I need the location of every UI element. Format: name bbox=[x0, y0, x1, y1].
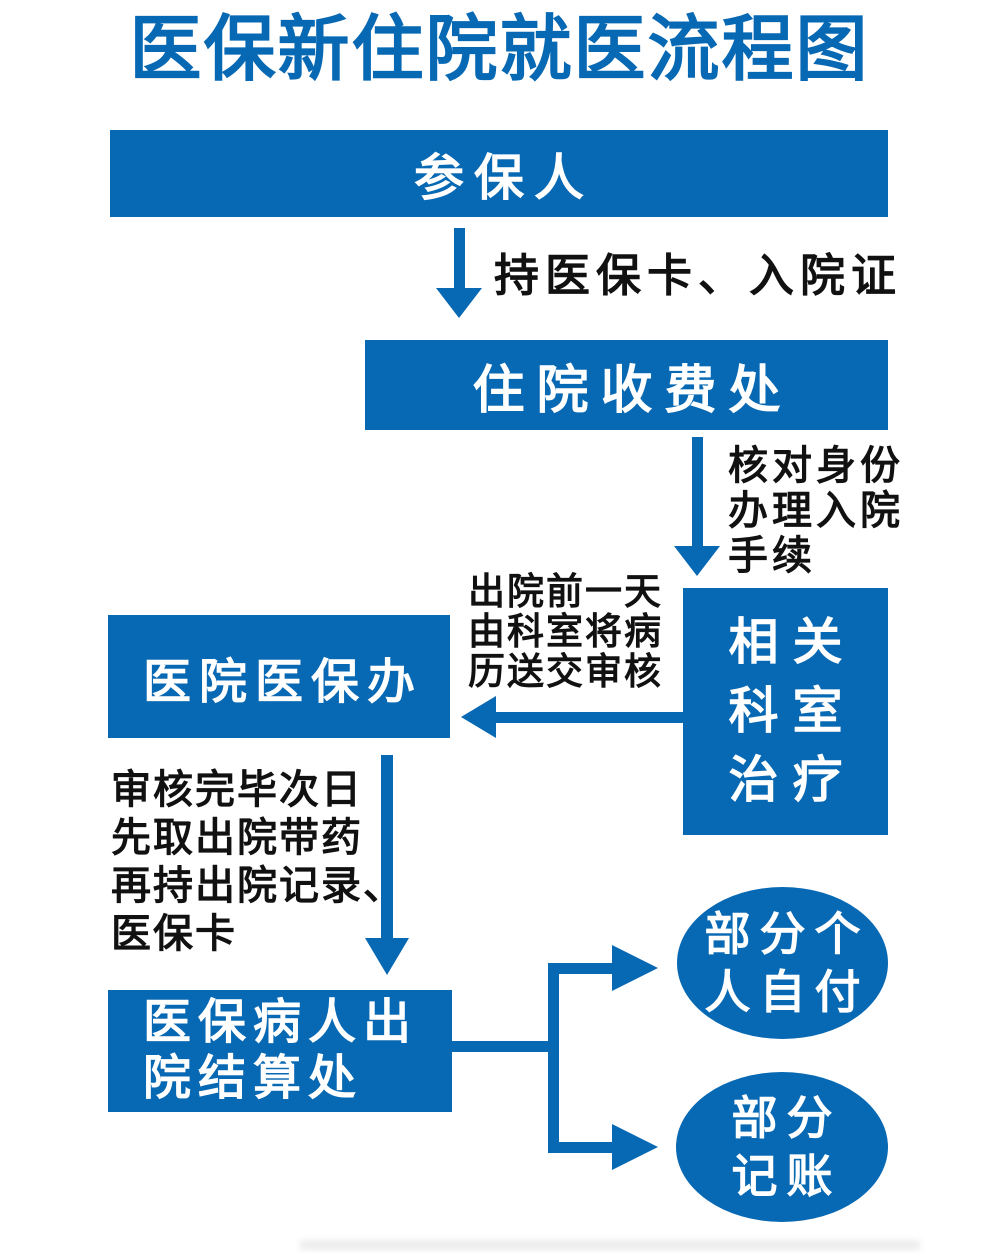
page-title: 医保新住院就医流程图 bbox=[129, 10, 870, 90]
fork-bottom-arrow-head-icon bbox=[612, 1124, 658, 1170]
node-partial-ledger-line: 部分 bbox=[731, 1092, 842, 1144]
node-partial-self-pay: 部分个 人自付 bbox=[677, 887, 888, 1039]
arrow-office-to-settlement-head-icon bbox=[365, 938, 409, 975]
edge-label-department-to-office: 出院前一天 由科室将病 历送交审核 bbox=[468, 572, 663, 692]
node-partial-ledger-line: 记账 bbox=[731, 1150, 842, 1202]
node-partial-self-pay-line: 人自付 bbox=[704, 966, 870, 1018]
edge-label-line: 手续 bbox=[728, 534, 816, 578]
arrow-department-to-office-shaft bbox=[495, 712, 683, 723]
node-hospital-insurance-office-label: 医院医保办 bbox=[142, 655, 423, 709]
node-discharge-settlement-line: 院结算处 bbox=[143, 1052, 364, 1105]
arrow-insured-to-fee-head-icon bbox=[436, 288, 482, 318]
fork-stem-line bbox=[452, 1041, 558, 1052]
node-hospital-insurance-office: 医院医保办 bbox=[108, 615, 450, 738]
arrow-fee-to-department-head-icon bbox=[674, 546, 720, 576]
node-insured-label: 参保人 bbox=[414, 149, 594, 206]
arrow-department-to-office-head-icon bbox=[461, 696, 496, 738]
edge-label-office-to-settlement: 审核完毕次日 先取出院带药 再持出院记录、 医保卡 bbox=[111, 766, 405, 958]
edge-label-line: 由科室将病 bbox=[468, 611, 663, 652]
edge-label-line: 办理入院 bbox=[728, 489, 904, 533]
node-discharge-settlement-line: 医保病人出 bbox=[143, 996, 419, 1049]
node-admission-fee-office-label: 住院收费处 bbox=[472, 361, 793, 420]
bottom-scan-artifact bbox=[300, 1240, 920, 1250]
edge-label-line: 再持出院记录、 bbox=[111, 864, 405, 908]
fork-bottom-branch-line bbox=[548, 1142, 614, 1153]
fork-top-arrow-head-icon bbox=[612, 945, 658, 991]
edge-label-line: 医保卡 bbox=[111, 912, 237, 956]
node-related-department: 相关 科室 治疗 bbox=[683, 588, 888, 835]
node-related-department-line: 科室 bbox=[728, 683, 857, 739]
edge-label-line: 先取出院带药 bbox=[111, 816, 363, 860]
edge-label-line: 核对身份 bbox=[728, 444, 904, 488]
edge-label-fee-to-department: 核对身份 办理入院 手续 bbox=[728, 444, 904, 579]
edge-label-line: 出院前一天 bbox=[468, 571, 663, 612]
node-insured: 参保人 bbox=[110, 130, 888, 217]
fork-vertical-line bbox=[548, 963, 559, 1153]
edge-label-insured-to-fee: 持医保卡、入院证 bbox=[494, 250, 903, 301]
arrow-fee-to-department-shaft bbox=[692, 437, 703, 548]
node-partial-ledger: 部分 记账 bbox=[676, 1072, 888, 1222]
node-admission-fee-office: 住院收费处 bbox=[365, 340, 888, 430]
node-discharge-settlement: 医保病人出 院结算处 bbox=[108, 990, 452, 1112]
node-related-department-line: 治疗 bbox=[728, 752, 857, 808]
arrow-office-to-settlement-shaft bbox=[381, 755, 393, 940]
node-partial-self-pay-line: 部分个 bbox=[704, 908, 870, 960]
arrow-insured-to-fee-shaft bbox=[454, 228, 465, 290]
fork-top-branch-line bbox=[548, 963, 614, 974]
edge-label-line: 审核完毕次日 bbox=[111, 768, 363, 812]
edge-label-line: 历送交审核 bbox=[468, 651, 663, 692]
node-related-department-line: 相关 bbox=[728, 614, 857, 670]
